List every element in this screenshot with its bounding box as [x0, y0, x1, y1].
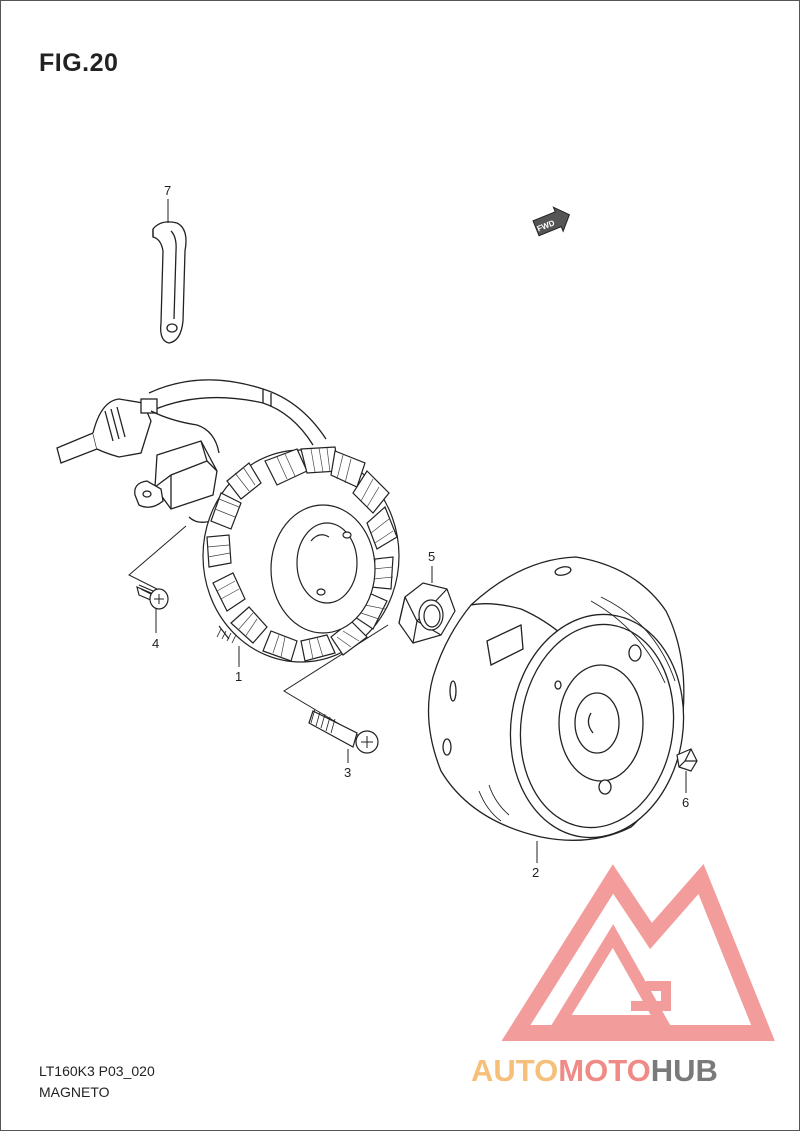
callout-6: 6	[682, 795, 689, 810]
callout-5: 5	[428, 549, 435, 564]
watermark-hub: HUB	[651, 1053, 718, 1088]
stator-part	[202, 446, 400, 663]
callout-7: 7	[164, 183, 171, 198]
figure-title: FIG.20	[39, 49, 119, 77]
wire-harness	[56, 379, 327, 523]
watermark-moto: MOTO	[558, 1053, 650, 1088]
watermark-auto: AUTO	[471, 1053, 558, 1088]
figure-name: MAGNETO	[39, 1084, 110, 1100]
key-part	[676, 748, 698, 772]
stator-bolt-part	[308, 708, 379, 754]
callout-4: 4	[152, 636, 159, 651]
callout-2: 2	[532, 865, 539, 880]
callout-numbers: 7 5 4 1 3 6 2	[152, 183, 689, 880]
fwd-arrow-icon: FWD	[532, 206, 571, 237]
callout-1: 1	[235, 669, 242, 684]
stator-coils	[206, 446, 398, 662]
figure-code: LT160K3 P03_020	[39, 1063, 155, 1079]
callout-3: 3	[344, 765, 351, 780]
wire-clamp-part	[152, 221, 187, 344]
rotor-part	[427, 556, 685, 841]
pickup-screw-part	[136, 584, 169, 610]
watermark-logo-icon	[501, 863, 775, 1041]
rotor-nut-part	[398, 582, 456, 644]
watermark-text: AUTOMOTOHUB	[471, 1053, 718, 1088]
